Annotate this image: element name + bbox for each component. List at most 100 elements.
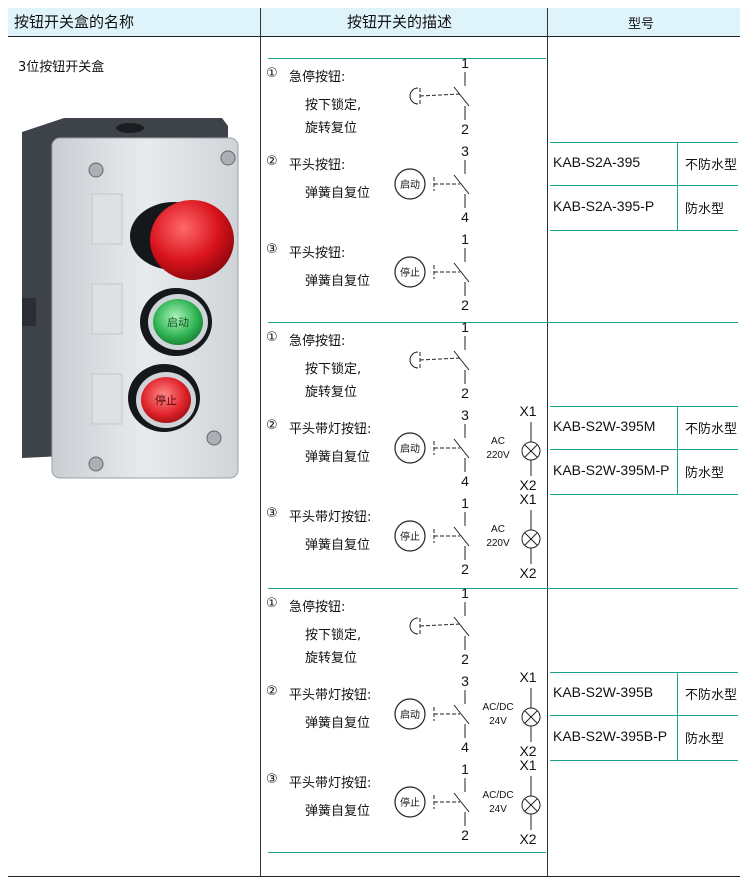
model-type: 防水型 — [685, 202, 725, 217]
model-code: KAB-S2W-395B — [553, 684, 654, 700]
item-desc: 弹簧自复位 — [305, 538, 371, 553]
emergency-stop-symbol: 12 — [409, 56, 470, 136]
photo-start-label: 启动 — [167, 316, 189, 329]
model-code: KAB-S2A-395-P — [553, 198, 655, 214]
switch-symbol: 1 2 停止 — [394, 762, 470, 842]
item-title: 平头按钮: — [289, 158, 346, 173]
header-col3: 型号 — [548, 8, 740, 37]
terminal-bottom: 2 — [461, 651, 469, 666]
model-rule — [550, 715, 738, 716]
item-title: 急停按钮: — [289, 600, 346, 615]
lamp-voltage-value: 24V — [489, 716, 507, 727]
item-desc: 按下锁定, — [305, 98, 362, 113]
header-col2: 按钮开关的描述 — [261, 8, 547, 37]
item-desc: 弹簧自复位 — [305, 186, 371, 201]
emergency-stop-symbol: 12 — [409, 586, 470, 666]
model-rule — [550, 142, 738, 143]
terminal-top: 1 — [461, 232, 469, 247]
item-number: ③ — [266, 242, 278, 257]
item-desc: 弹簧自复位 — [305, 804, 371, 819]
lamp-terminal-x2: X2 — [519, 477, 536, 492]
model-type: 防水型 — [685, 466, 725, 481]
terminal-bottom: 2 — [461, 561, 469, 576]
item-desc: 弹簧自复位 — [305, 716, 371, 731]
model-rule — [550, 494, 738, 495]
model-code: KAB-S2W-395M-P — [553, 462, 670, 478]
lamp-terminal-x1: X1 — [519, 669, 536, 685]
item-title: 急停按钮: — [289, 70, 346, 85]
lamp-voltage: AC/DC — [482, 702, 513, 713]
lamp-terminal-x2: X2 — [519, 565, 536, 580]
model-type: 不防水型 — [685, 688, 738, 703]
model-code: KAB-S2A-395 — [553, 154, 641, 170]
terminal-top: 1 — [461, 496, 469, 511]
model-rule — [550, 230, 738, 231]
terminal-bottom: 2 — [461, 121, 469, 136]
lamp-terminal-x1: X1 — [519, 757, 536, 773]
lamp-terminal-x2: X2 — [519, 831, 536, 846]
lamp-voltage: AC — [491, 524, 505, 535]
badge-label: 停止 — [400, 796, 420, 809]
model-code: KAB-S2W-395M — [553, 418, 656, 434]
terminal-top: 1 — [461, 56, 469, 71]
item-desc: 按下锁定, — [305, 628, 362, 643]
item-number: ② — [266, 154, 278, 169]
badge-label: 启动 — [400, 708, 420, 721]
header-col2-label: 按钮开关的描述 — [347, 13, 453, 31]
terminal-bottom: 4 — [461, 739, 469, 754]
lamp-voltage-value: 220V — [486, 538, 510, 549]
badge-label: 启动 — [400, 178, 420, 191]
model-rule — [550, 449, 738, 450]
terminal-bottom: 4 — [461, 473, 469, 488]
group-divider — [268, 322, 738, 323]
group-divider — [268, 588, 738, 589]
terminal-bottom: 2 — [461, 827, 469, 842]
badge-label: 停止 — [400, 266, 420, 279]
item-number: ② — [266, 418, 278, 433]
lamp-voltage: AC — [491, 436, 505, 447]
product-photo: 启动 停止 — [22, 118, 239, 479]
terminal-bottom: 2 — [461, 385, 469, 400]
lamp-terminal-x1: X1 — [519, 491, 536, 507]
item-title: 平头带灯按钮: — [289, 688, 372, 703]
item-number: ① — [266, 330, 278, 345]
item-number: ① — [266, 596, 278, 611]
header-col3-label: 型号 — [628, 17, 655, 32]
item-desc-2: 旋转复位 — [305, 651, 358, 666]
column-divider-2 — [547, 8, 548, 876]
product-name: 3位按钮开关盒 — [18, 60, 105, 75]
model-rule — [550, 185, 738, 186]
item-desc: 弹簧自复位 — [305, 450, 371, 465]
group-divider — [268, 852, 546, 853]
badge-label: 停止 — [400, 530, 420, 543]
lamp-voltage: AC/DC — [482, 790, 513, 801]
switch-symbol: 1 2 停止 — [394, 232, 470, 312]
terminal-bottom: 4 — [461, 209, 469, 224]
model-rule — [550, 406, 738, 407]
model-divider — [677, 672, 678, 760]
model-divider — [677, 142, 678, 230]
model-type: 防水型 — [685, 732, 725, 747]
lamp-terminal-x1: X1 — [519, 403, 536, 419]
model-rule — [550, 672, 738, 673]
header-col1: 按钮开关盒的名称 — [8, 8, 260, 37]
item-title: 平头带灯按钮: — [289, 510, 372, 525]
switch-symbol: 1 2 停止 — [394, 496, 470, 576]
item-title: 平头带灯按钮: — [289, 422, 372, 437]
terminal-bottom: 2 — [461, 297, 469, 312]
lamp-voltage-value: 220V — [486, 450, 510, 461]
model-type: 不防水型 — [685, 422, 738, 437]
header-col1-label: 按钮开关盒的名称 — [14, 13, 135, 31]
lamp-voltage-value: 24V — [489, 804, 507, 815]
column-divider-1 — [260, 8, 261, 876]
model-divider — [677, 406, 678, 494]
emergency-stop-symbol: 12 — [409, 320, 470, 400]
terminal-top: 1 — [461, 762, 469, 777]
badge-label: 启动 — [400, 442, 420, 455]
